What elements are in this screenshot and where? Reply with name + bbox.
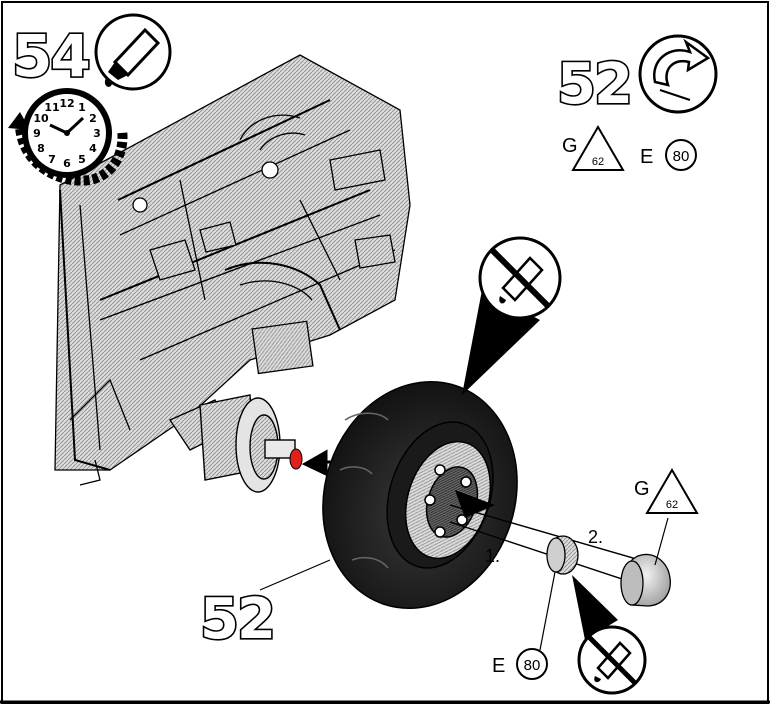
paint-ref-e80-top: E 80 [640,139,697,171]
paint-ref-g62-cap: G 62 [634,468,699,514]
svg-text:E: E [640,146,653,168]
svg-text:G: G [562,135,578,157]
clock-icon [8,88,128,186]
clock-number: 11 [44,101,59,114]
wheel-end-cap [620,553,671,607]
no-glue-icon-top [478,236,562,320]
svg-text:80: 80 [524,657,541,674]
clock-number: 6 [63,157,71,170]
paint-ref-e80-hub: E 80 [492,648,548,680]
clock-number: 7 [48,153,56,166]
svg-text:E: E [492,655,505,677]
svg-text:62: 62 [666,499,678,511]
clock-number: 12 [59,97,74,110]
clock-number: 10 [33,112,49,125]
glue-tube-icon [94,13,172,91]
callout-wedge-bottom [572,575,618,640]
clock-number: 1 [78,101,86,114]
clock-number: 4 [89,142,97,155]
clock-number: 9 [33,127,41,140]
clock-number: 2 [89,112,97,125]
step-number-main: 54 [12,22,89,90]
clock-number: 3 [93,127,101,140]
part-number: 52 [200,587,274,652]
step-number-sub: 52 [557,52,631,117]
clock-number: 8 [37,142,45,155]
clock-number: 5 [78,153,86,166]
leader-lines [259,517,669,651]
axle-hub [199,394,303,493]
wheel [322,381,518,609]
no-glue-icon-bottom [577,625,647,695]
rotate-arrow-icon [638,34,718,114]
wheel-arrow [455,490,495,518]
sequence-label-second: 2. [588,527,603,547]
hub-cap-small [546,535,579,575]
sequence-label-first: 1. [485,546,500,566]
chassis-drawing [54,54,411,486]
paint-ref-g62-top: G 62 [562,125,625,171]
svg-text:80: 80 [673,148,690,165]
svg-text:G: G [634,478,650,500]
svg-text:62: 62 [592,156,604,168]
